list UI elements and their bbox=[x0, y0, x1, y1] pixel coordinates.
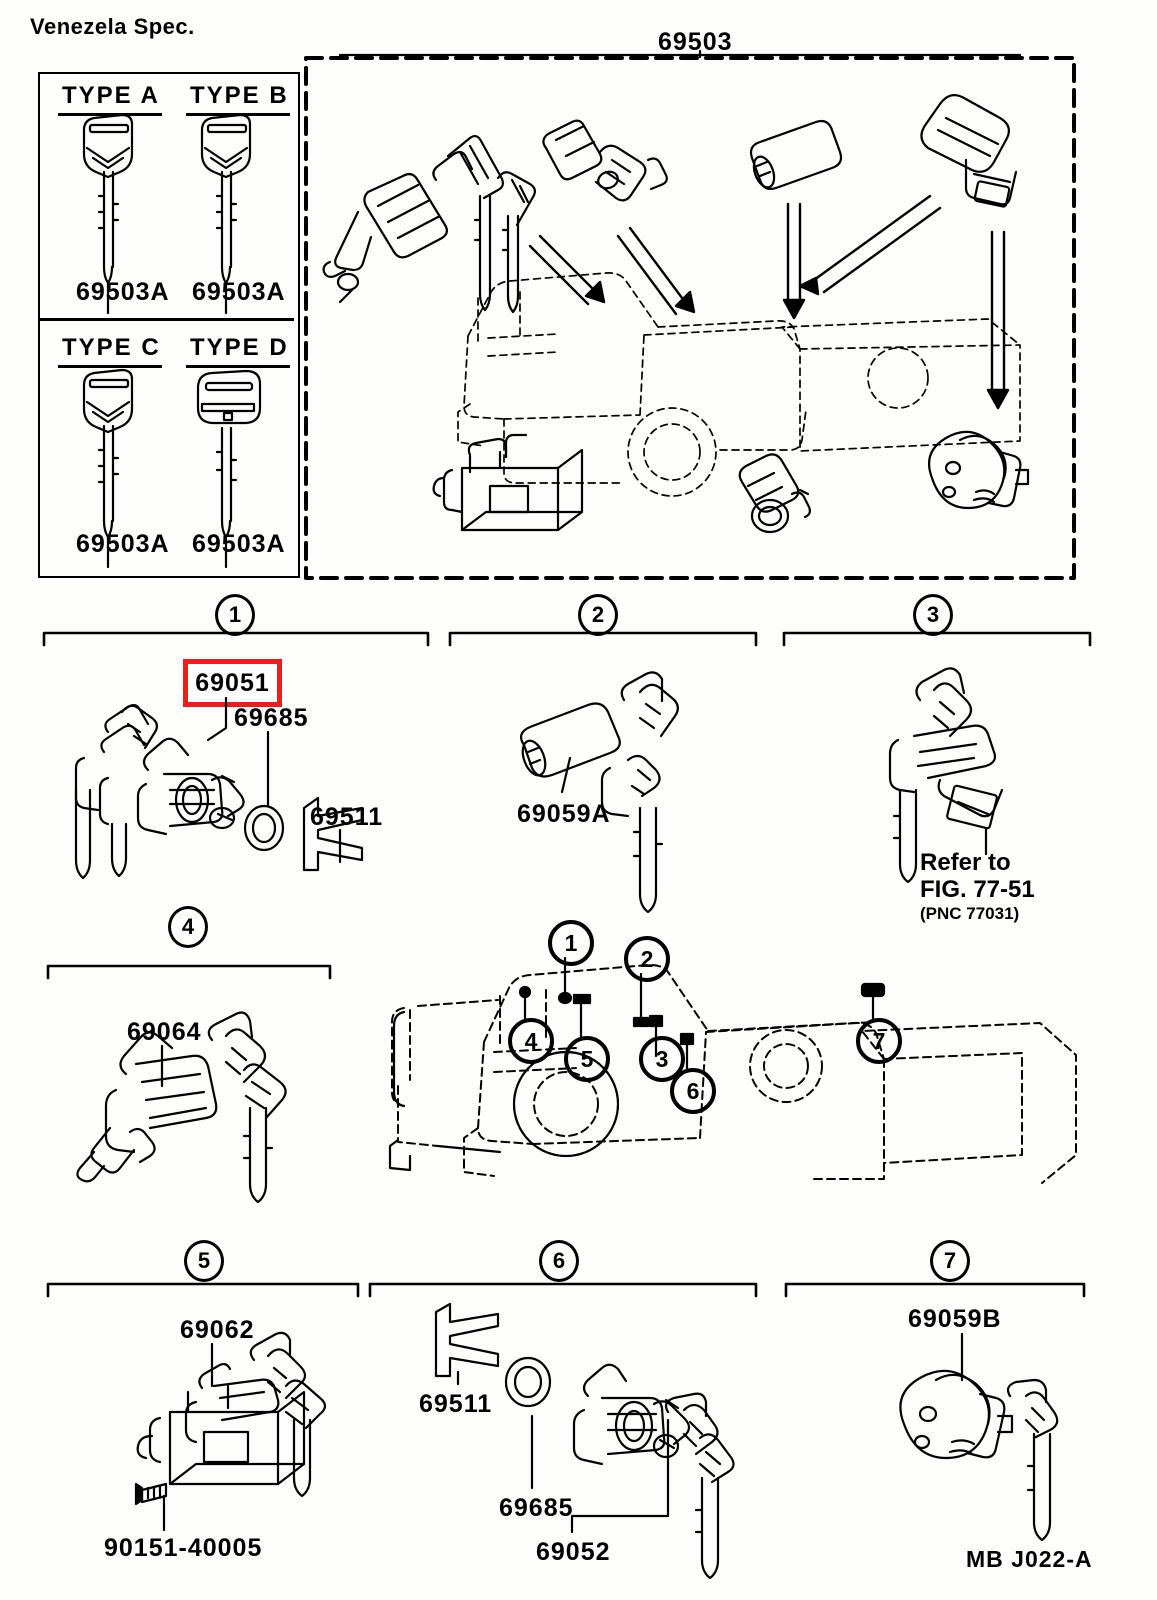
key-type-c-illustration bbox=[82, 368, 134, 539]
section5-part-90151-40005: 90151-40005 bbox=[104, 1534, 263, 1562]
section5-illustration bbox=[134, 1331, 327, 1506]
reference-line-1: Refer to bbox=[920, 849, 1011, 876]
section-callout-3: 3 bbox=[913, 594, 953, 636]
section2-part-69059A: 69059A bbox=[517, 800, 611, 828]
key-type-b-illustration bbox=[200, 113, 252, 285]
section-callout-2: 2 bbox=[578, 594, 618, 636]
bracket-section-1 bbox=[42, 631, 430, 647]
section7-part-69059B: 69059B bbox=[908, 1305, 1002, 1333]
key-type-a-label: TYPE A bbox=[62, 82, 160, 109]
key-type-a-part-number: 69503A bbox=[76, 278, 170, 306]
section2-illustration bbox=[520, 671, 679, 914]
main-truck-phantom-outline bbox=[457, 272, 1021, 497]
key-type-c-label: TYPE C bbox=[62, 334, 161, 361]
section1-part-69051: 69051 bbox=[195, 668, 270, 697]
main-ignition-switch-illustration bbox=[920, 93, 1018, 208]
main-door-lock-cylinder-illustration bbox=[322, 134, 537, 314]
key-type-b-label: TYPE B bbox=[190, 82, 289, 109]
section4-illustration bbox=[76, 1011, 287, 1204]
vehicle-callout-2: 2 bbox=[624, 936, 670, 982]
main-glovebox-lock-illustration bbox=[432, 433, 584, 532]
section-callout-7: 7 bbox=[930, 1240, 970, 1282]
venezuela-spec-label: Venezela Spec. bbox=[30, 14, 195, 39]
section7-illustration bbox=[899, 1369, 1059, 1542]
vehicle-location-illustration bbox=[391, 963, 1077, 1184]
vehicle-callout-leaders bbox=[518, 956, 886, 1070]
vehicle-callout-1: 1 bbox=[548, 920, 594, 966]
main-ignition-barrel-illustration bbox=[542, 119, 668, 202]
main-cylinder-plug-illustration bbox=[749, 119, 843, 191]
section1-part-69511: 69511 bbox=[310, 803, 384, 831]
section1-illustration bbox=[74, 703, 364, 880]
key-type-d-label: TYPE D bbox=[190, 334, 289, 361]
main-rear-lock-illustration bbox=[738, 453, 811, 534]
leader-69052 bbox=[570, 1418, 670, 1534]
leader-69059A bbox=[560, 756, 572, 794]
key-type-d-illustration bbox=[196, 369, 262, 539]
main-assembly-part-number: 69503 bbox=[658, 28, 733, 56]
drawing-code-footer: MB J022-A bbox=[966, 1546, 1093, 1572]
section6-illustration bbox=[434, 1302, 735, 1580]
section6-part-69052: 69052 bbox=[536, 1538, 611, 1566]
section3-illustration bbox=[888, 667, 1004, 884]
bracket-section-6 bbox=[368, 1282, 758, 1298]
section1-part-69685: 69685 bbox=[234, 704, 309, 732]
assembly-69503-dashed-border bbox=[304, 56, 1076, 580]
main-assembly-arrows bbox=[528, 194, 1010, 410]
section-brackets bbox=[42, 631, 1092, 1298]
section6-part-69511: 69511 bbox=[419, 1390, 493, 1418]
type-d-underline bbox=[186, 365, 290, 368]
highlighted-part-69051: 69051 bbox=[183, 659, 282, 707]
section-callout-1: 1 bbox=[215, 594, 255, 636]
type-c-underline bbox=[58, 365, 162, 368]
vehicle-callout-6: 6 bbox=[670, 1068, 716, 1114]
section-callout-4: 4 bbox=[168, 906, 208, 948]
bracket-section-5 bbox=[46, 1282, 360, 1298]
reference-line-2: FIG. 77-51 bbox=[920, 875, 1035, 903]
venezuela-spec-box bbox=[38, 72, 300, 578]
key-type-a-illustration bbox=[82, 113, 134, 285]
bracket-section-7 bbox=[784, 1282, 1086, 1298]
section5-part-69062: 69062 bbox=[180, 1316, 255, 1344]
bracket-section-4 bbox=[46, 964, 332, 980]
vehicle-solid-accents bbox=[388, 1010, 620, 1172]
key-type-d-part-number: 69503A bbox=[192, 530, 286, 558]
section3-reference-block: Refer to FIG. 77-51 (PNC 77031) bbox=[920, 849, 1035, 923]
main-round-switch-illustration bbox=[928, 430, 1030, 510]
section6-part-69685: 69685 bbox=[499, 1494, 574, 1522]
key-type-c-part-number: 69503A bbox=[76, 530, 170, 558]
reference-line-3: (PNC 77031) bbox=[920, 903, 1020, 923]
bracket-section-2 bbox=[448, 631, 758, 647]
section-callout-5: 5 bbox=[184, 1240, 224, 1282]
section-callout-6: 6 bbox=[539, 1240, 579, 1282]
venezuela-box-divider bbox=[40, 318, 294, 321]
bracket-section-3 bbox=[782, 631, 1092, 647]
leader-69051 bbox=[206, 696, 228, 742]
type-a-underline bbox=[58, 113, 162, 116]
key-type-b-part-number: 69503A bbox=[192, 278, 286, 306]
